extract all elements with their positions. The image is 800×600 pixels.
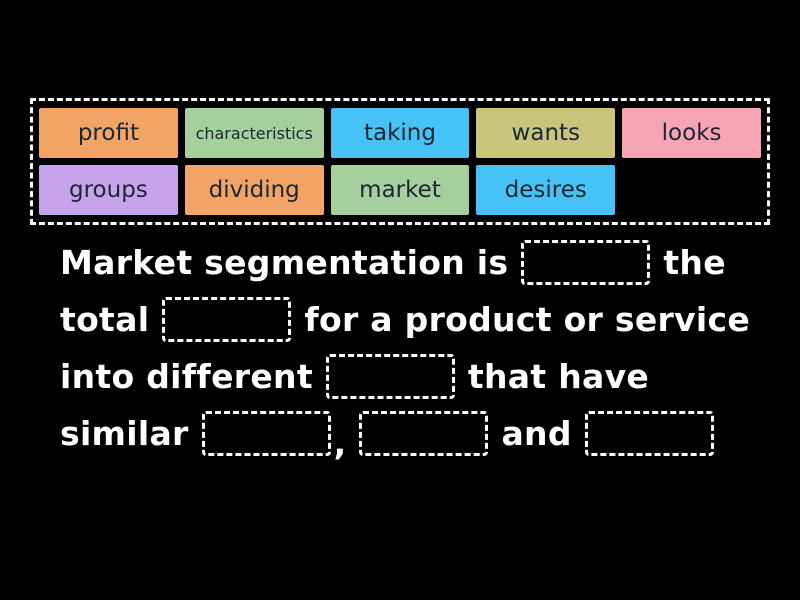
word-tile-desires[interactable]: desires — [476, 165, 616, 215]
word-tile-groups[interactable]: groups — [39, 165, 178, 215]
sentence-text: for a product or service — [304, 300, 751, 339]
word-tile-characteristics[interactable]: characteristics — [184, 108, 324, 158]
sentence-text: similar — [60, 414, 189, 453]
sentence-line-4: similar, and — [60, 405, 770, 462]
sentence-text: the — [663, 243, 726, 282]
sentence-line-3: into different that have — [60, 348, 770, 405]
word-tile-looks[interactable]: looks — [622, 108, 761, 158]
answer-blank[interactable] — [584, 411, 714, 456]
answer-blank[interactable] — [359, 411, 489, 456]
answer-blank[interactable] — [201, 411, 331, 456]
sentence-text: into different — [60, 357, 313, 396]
answer-blank[interactable] — [162, 297, 292, 342]
word-tile-market[interactable]: market — [330, 165, 470, 215]
sentence-text: , — [333, 423, 347, 463]
word-tile-dividing[interactable]: dividing — [184, 165, 324, 215]
word-tile-wants[interactable]: wants — [476, 108, 616, 158]
word-tile-profit[interactable]: profit — [39, 108, 178, 158]
word-tile-taking[interactable]: taking — [330, 108, 470, 158]
answer-blank[interactable] — [325, 354, 455, 399]
answer-blank[interactable] — [521, 240, 651, 285]
sentence-text: Market segmentation is — [60, 243, 509, 282]
sentence-text: total — [60, 300, 150, 339]
sentence-line-1: Market segmentation is the — [60, 234, 770, 291]
sentence-line-2: total for a product or service — [60, 291, 770, 348]
sentence-text: that have — [467, 357, 650, 396]
sentence-text: and — [501, 414, 572, 453]
sentence: Market segmentation is the total for a prod… — [60, 234, 770, 462]
